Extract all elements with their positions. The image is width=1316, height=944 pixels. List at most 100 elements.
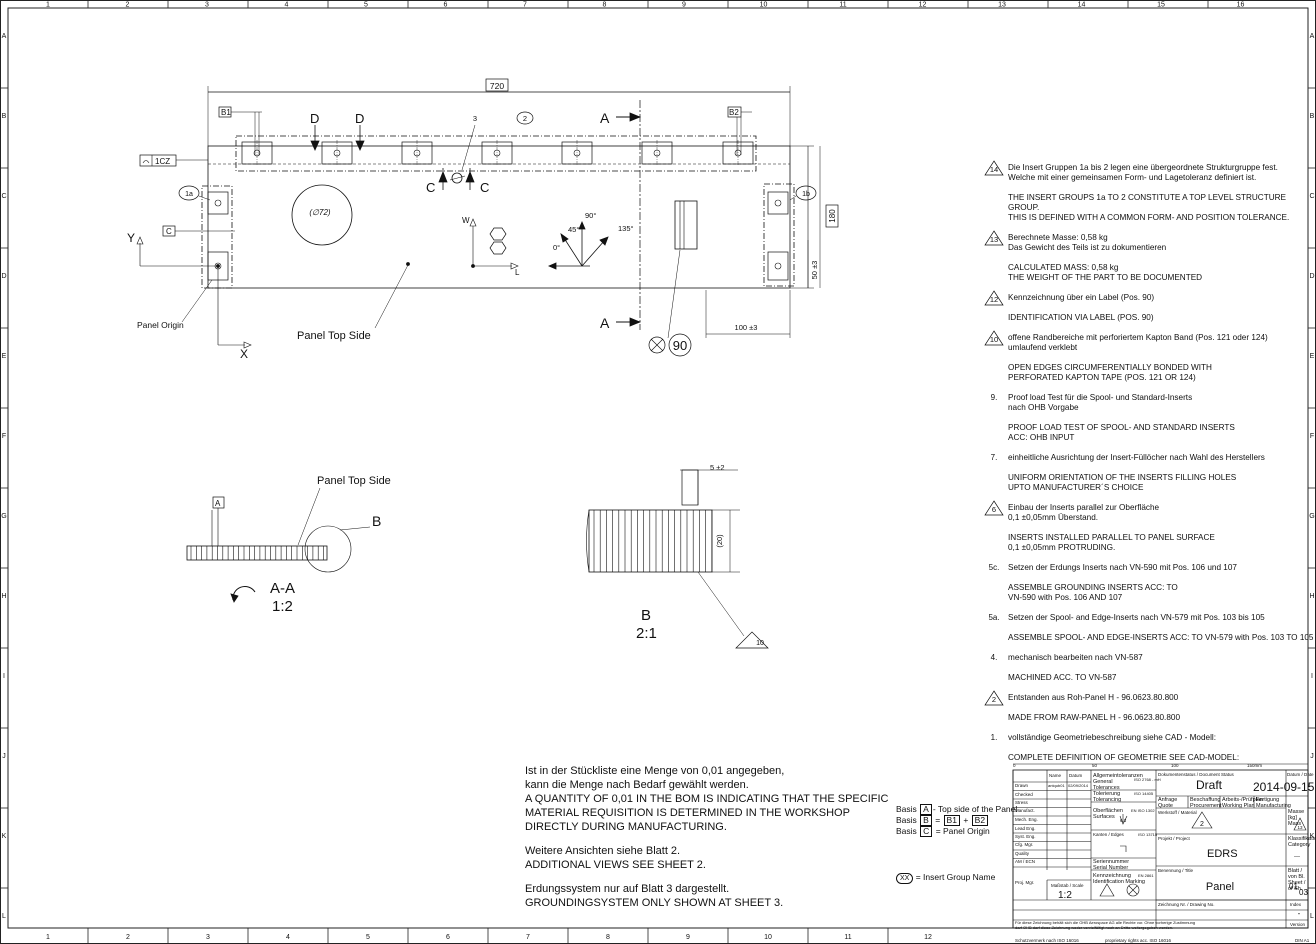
frame-col-bottom-12: 12 (924, 934, 932, 941)
insert-group-1a (201, 185, 233, 289)
datum-b1: B1 (221, 108, 231, 117)
note-triangle-icon: 12 (984, 290, 1004, 306)
section-c-right: C (480, 180, 489, 195)
detail-b-scale: 2:1 (636, 625, 657, 642)
frame-row-left-K: K (2, 833, 7, 840)
frame-row-left-D: D (1, 273, 6, 280)
tb-title-label: Benennung / Title (1158, 868, 1194, 873)
section-panel-top-label: Panel Top Side (317, 475, 391, 487)
angle-90: 90° (585, 211, 596, 220)
note-text-en: MACHINED ACC. TO VN-587 (1008, 673, 1117, 682)
frame-col-top-11: 11 (839, 2, 846, 9)
tb-arbeits: Arbeits-/Prüfplan Working Plan (1222, 797, 1263, 809)
axis-l: L (515, 268, 520, 277)
tb-klass: --- (1294, 854, 1300, 860)
title-block (1012, 763, 1309, 929)
note-text-en: UNIFORM ORIENTATION OF THE INSERTS FILLI… (1008, 473, 1237, 492)
tb-scale: 1:2 (1058, 890, 1072, 901)
tb-rough: 6,3 (1120, 818, 1127, 823)
drawing-frame (7, 7, 1309, 929)
frame-col-bottom-1: 1 (46, 934, 50, 941)
bottom-notes: Ist in der Stückliste eine Menge von 0,0… (525, 764, 905, 920)
tb-cfg: Cfg. Mgr. (1015, 842, 1033, 847)
section-aa-title: A-A (270, 580, 295, 597)
flatness-label: 1CZ (155, 157, 170, 166)
frame-row-left-B: B (2, 113, 7, 120)
frame-row-left-H: H (1, 593, 6, 600)
frame-row-right-L: L (1310, 913, 1314, 920)
tb-material-label: Werkstoff / Material (1158, 810, 1197, 815)
frame-row-left-I: I (3, 673, 5, 680)
frame-col-bottom-8: 8 (606, 934, 610, 941)
tb-scale-label: Maßstab / Scale (1051, 883, 1084, 888)
frame-row-left-C: C (1, 193, 6, 200)
tb-index: - (1298, 909, 1301, 918)
detail-b-view (586, 469, 769, 649)
tb-ruler-0: 0 (1013, 763, 1016, 768)
tb-tol: Tolerierung Tolerancing (1093, 791, 1122, 803)
detail-dim-20: (20) (715, 534, 724, 548)
note-12: 1.vollständige Geometriebeschreibung sie… (984, 733, 1314, 763)
angle-45: 45° (568, 225, 579, 234)
note-5: 9.Proof load Test für die Spool- und Sta… (984, 393, 1314, 443)
frame-row-right-D: D (1309, 273, 1314, 280)
tb-din: DIN A1 (1295, 938, 1310, 943)
insert-row (241, 140, 754, 166)
label-3: 3 (473, 114, 477, 123)
insert-group-1b (763, 183, 795, 287)
tb-project: EDRS (1207, 848, 1238, 860)
tb-ruler-50: 50 (1092, 763, 1098, 768)
axis-y: Y (127, 231, 135, 245)
tb-h-datum: Datum (1069, 773, 1083, 778)
axis-w: W (462, 216, 470, 225)
note-number: 5a. (988, 613, 1000, 622)
group-1b-label: 1b (802, 191, 810, 198)
note-number: 4. (990, 653, 998, 662)
section-datum-a: A (215, 499, 221, 508)
dim-720: 720 (490, 81, 504, 91)
section-panel (186, 545, 328, 561)
note-triangle-icon: 10 (984, 330, 1004, 346)
note-text-en: MADE FROM RAW-PANEL H - 96.0623.80.800 (1008, 713, 1180, 722)
tb-serial: Seriennummer Serial Number (1093, 859, 1130, 871)
panel-outline (207, 145, 791, 289)
additional-views-note: Weitere Ansichten siehe Blatt 2.ADDITION… (525, 845, 706, 871)
tb-marking: Kennzeichnung Identification Marking (1093, 873, 1145, 885)
frame-col-bottom-3: 3 (206, 934, 210, 941)
frame-row-right-B: B (1310, 113, 1315, 120)
frame-col-top-10: 10 (760, 2, 768, 9)
frame-row-right-K: K (1310, 833, 1315, 840)
section-aa-scale: 1:2 (272, 598, 293, 615)
group-1a-label: 1a (185, 191, 193, 198)
basis-legend: Basis A- Top side of the Panel Basis B =… (896, 804, 1017, 837)
tb-allg-tol: Allgemeintoleranzen General Tolerances (1093, 773, 1143, 791)
dim-100: 100 ±3 (735, 323, 758, 332)
tb-drawn: Drawn (1015, 783, 1029, 788)
note-text-en: INSERTS INSTALLED PARALLEL TO PANEL SURF… (1008, 533, 1215, 552)
note-number: 1. (990, 733, 998, 742)
tb-sheet-label: Blatt / von Bl. Sheet / of Sh. (1288, 868, 1306, 892)
frame-col-top-4: 4 (285, 2, 289, 9)
basis-c-row: Basis C = Panel Origin (896, 826, 990, 837)
frame-col-top-5: 5 (364, 2, 368, 9)
note-text-en: PROOF LOAD TEST OF SPOOL- AND STANDARD I… (1008, 423, 1235, 442)
tb-klass-label: Klassifikation Category (1288, 836, 1316, 848)
tb-checked: Checked (1015, 792, 1033, 797)
tb-edges: Kanten / Edges (1093, 832, 1125, 837)
frame-col-bottom-5: 5 (366, 934, 370, 941)
frame-col-bottom-7: 7 (526, 934, 530, 941)
frame-row-right-G: G (1309, 513, 1314, 520)
tb-beschaff: Beschaffung Procurement (1190, 797, 1222, 809)
frame-col-top-3: 3 (205, 2, 209, 9)
tb-sheets: 03 (1299, 888, 1308, 897)
tb-surf: Oberflächen Surfaces (1093, 808, 1123, 820)
tb-mech: Mech. Eng. (1015, 817, 1038, 822)
grounding-note: Erdungssystem nur auf Blatt 3 dargestell… (525, 883, 784, 909)
frame-row-left-E: E (2, 353, 7, 360)
